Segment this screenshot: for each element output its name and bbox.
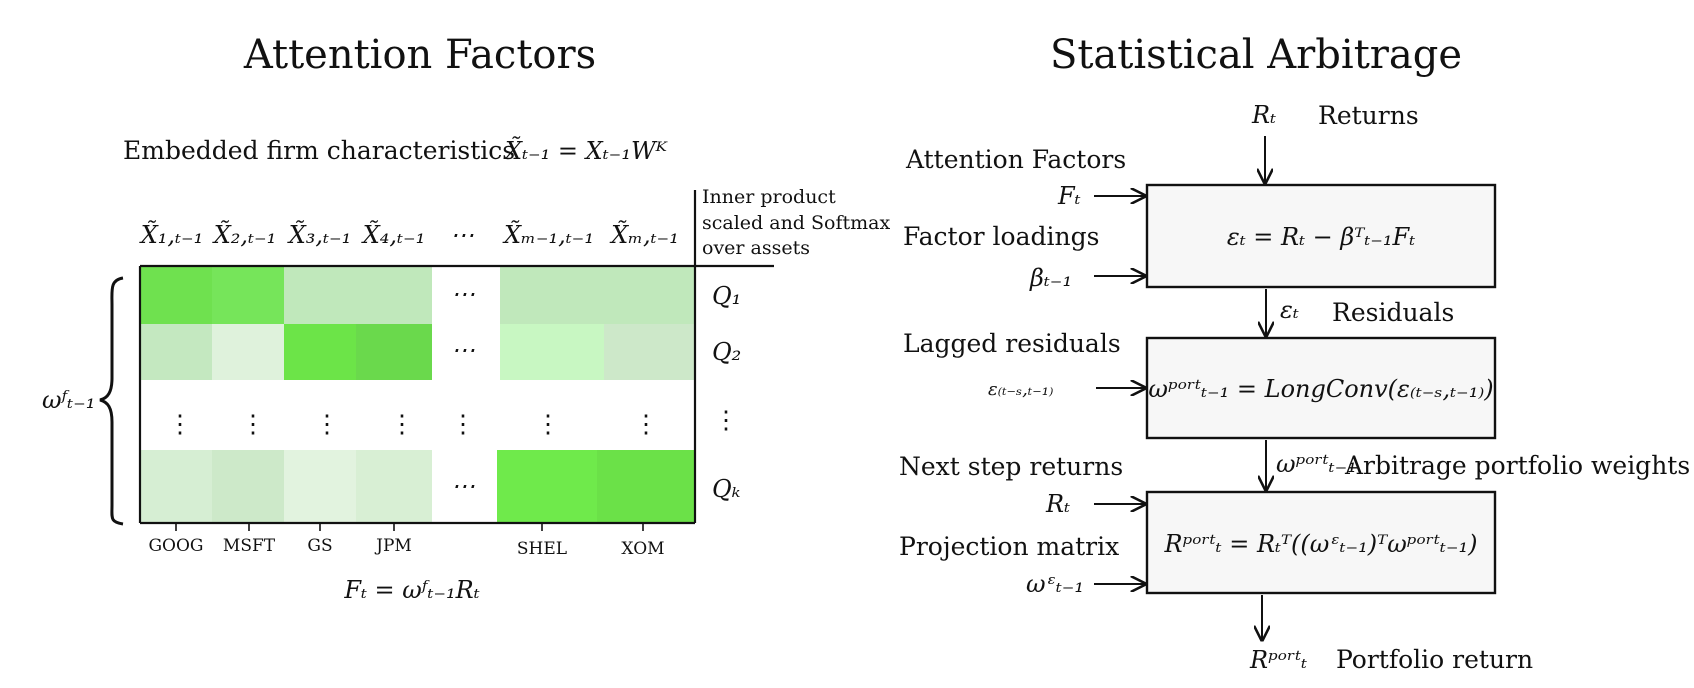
portfolio-symbol: Rᵖᵒʳᵗₜ [1249, 646, 1307, 674]
factor-formula: Fₜ = ωᶠₜ₋₁Rₜ [343, 576, 479, 604]
column-header-1: X̃₁,ₜ₋₁ [139, 221, 204, 249]
residuals-label: Residuals [1332, 298, 1454, 327]
heatmap-cell [597, 450, 695, 523]
heatmap-cell [500, 266, 604, 324]
heatmap-cell [212, 266, 284, 324]
matrix-dots-row-1: ⋯ [451, 280, 475, 308]
lagged-residuals-label: Lagged residuals [903, 329, 1121, 358]
vdots-col-7: ⋮ [634, 409, 659, 438]
returns-label: Returns [1318, 101, 1419, 130]
attention-heatmap [140, 266, 695, 523]
next-returns-symbol: Rₜ [1045, 490, 1070, 518]
asset-label-goog: GOOG [148, 536, 203, 556]
matrix-frame [138, 190, 774, 525]
portfolio-formula: Rᵖᵒʳᵗₜ = Rₜᵀ((ωᵋₜ₋₁)ᵀωᵖᵒʳᵗₜ₋₁) [1164, 530, 1478, 558]
portfolio-label: Portfolio return [1336, 645, 1533, 674]
heatmap-cell [604, 324, 695, 380]
matrix-dots-row-2: ⋯ [451, 336, 475, 364]
attention-factors-panel: Attention Factors Embedded firm characte… [42, 32, 890, 604]
weights-symbol: ωᵖᵒʳᵗₜ₋₁ [1276, 450, 1357, 478]
heatmap-cell [140, 266, 212, 324]
heatmap-cell [356, 450, 432, 523]
next-step-label: Next step returns [899, 452, 1123, 481]
portfolio-box [1145, 490, 1497, 595]
inner-product-line-2: scaled and Softmax [702, 212, 890, 234]
heatmap-cell [284, 266, 356, 324]
embedding-formula: X̃ₜ₋₁ = Xₜ₋₁Wᴷ [503, 137, 669, 165]
projection-symbol: ωᵋₜ₋₁ [1026, 570, 1084, 598]
asset-label-jpm: JPM [374, 536, 412, 556]
asset-labels: GOOG MSFT GS JPM SHEL XOM [148, 536, 664, 559]
inner-product-line-3: over assets [702, 237, 810, 259]
statistical-arbitrage-panel: Statistical Arbitrage Rₜ Returns Attenti… [899, 32, 1690, 674]
heatmap-cell [140, 324, 212, 380]
weights-label: Arbitrage portfolio weights [1344, 451, 1690, 480]
weight-label: ωᶠₜ₋₁ [42, 386, 95, 414]
heatmap-cell [212, 450, 284, 523]
lagged-symbol: ε₍ₜ₋ₛ,ₜ₋₁₎ [988, 379, 1053, 400]
asset-label-xom: XOM [621, 539, 664, 559]
column-header-3: X̃₃,ₜ₋₁ [287, 221, 352, 249]
heatmap-cell [284, 324, 356, 380]
left-panel-title: Attention Factors [243, 32, 596, 78]
heatmap-cell [284, 450, 356, 523]
attention-factors-label: Attention Factors [905, 145, 1126, 174]
factor-symbol: Fₜ [1057, 182, 1081, 210]
longconv-box [1145, 336, 1497, 440]
query-row-labels: Q₁ Q₂ ⋮ Qₖ [712, 282, 741, 503]
asset-label-msft: MSFT [223, 536, 276, 556]
asset-label-gs: GS [307, 536, 332, 556]
heatmap-cell [356, 324, 432, 380]
matrix-dots-row-k: ⋯ [451, 472, 475, 500]
residual-formula: εₜ = Rₜ − βᵀₜ₋₁Fₜ [1227, 223, 1415, 251]
left-brace [99, 276, 124, 526]
residual-box [1145, 183, 1497, 289]
heatmap-cell [140, 450, 212, 523]
row-label-dots: ⋮ [714, 405, 739, 434]
residual-symbol: εₜ [1280, 296, 1299, 324]
vdots-col-3: ⋮ [315, 409, 340, 438]
vdots-col-1: ⋮ [168, 409, 193, 438]
vdots-col-2: ⋮ [241, 409, 266, 438]
heatmap-cell [212, 324, 284, 380]
vertical-dots-row: ⋮ ⋮ ⋮ ⋮ ⋮ ⋮ ⋮ [168, 409, 659, 438]
column-headers: X̃₁,ₜ₋₁ X̃₂,ₜ₋₁ X̃₃,ₜ₋₁ X̃₄,ₜ₋₁ ⋯ X̃ₘ₋₁,… [139, 221, 679, 249]
column-header-2: X̃₂,ₜ₋₁ [212, 221, 277, 249]
longconv-formula: ωᵖᵒʳᵗₜ₋₁ = LongConv(ε₍ₜ₋ₛ,ₜ₋₁₎) [1148, 375, 1493, 403]
embedding-label: Embedded firm characteristics [123, 136, 515, 165]
inner-product-note: Inner product scaled and Softmax over as… [702, 186, 890, 259]
row-label-qk: Qₖ [712, 475, 741, 503]
heatmap-cell [497, 450, 597, 523]
asset-axis [175, 523, 644, 531]
beta-symbol: βₜ₋₁ [1029, 264, 1072, 292]
factor-loadings-label: Factor loadings [903, 222, 1099, 251]
column-header-4: X̃₄,ₜ₋₁ [361, 221, 426, 249]
asset-label-shel: SHEL [517, 539, 567, 559]
row-label-q1: Q₁ [712, 282, 741, 310]
heatmap-cell [356, 266, 432, 324]
column-header-m: X̃ₘ,ₜ₋₁ [609, 221, 679, 249]
heatmap-cell [500, 324, 604, 380]
right-panel-title: Statistical Arbitrage [1050, 32, 1462, 78]
inner-product-line-1: Inner product [702, 186, 836, 208]
column-header-dots: ⋯ [450, 221, 474, 249]
vdots-col-6: ⋮ [536, 409, 561, 438]
vdots-col-5: ⋮ [451, 409, 476, 438]
projection-label: Projection matrix [899, 532, 1119, 561]
heatmap-cell [604, 266, 695, 324]
returns-symbol: Rₜ [1251, 101, 1276, 129]
row-label-q2: Q₂ [712, 338, 741, 366]
vdots-col-4: ⋮ [390, 409, 415, 438]
column-header-m-minus-1: X̃ₘ₋₁,ₜ₋₁ [502, 221, 594, 249]
